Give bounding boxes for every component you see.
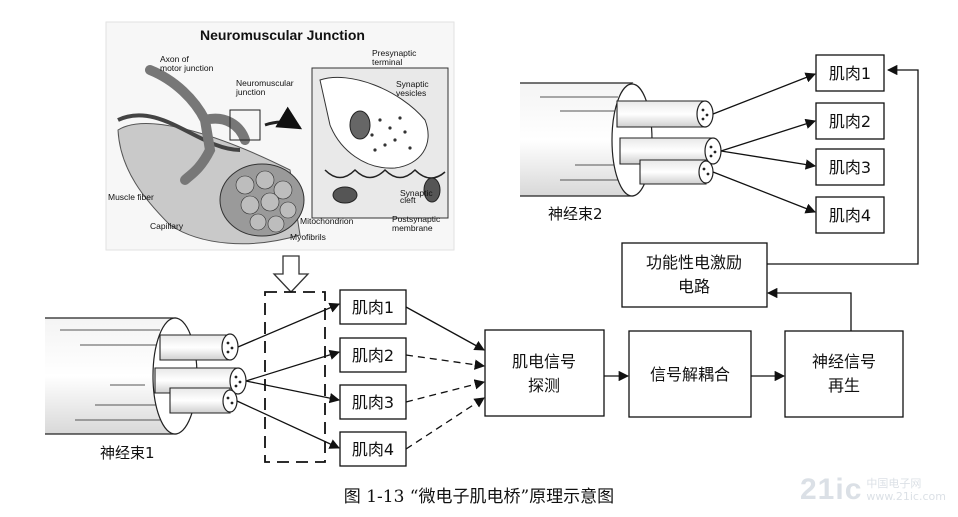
- bundle-2-label: 神经束2: [548, 205, 603, 223]
- axon-shape: [145, 65, 250, 185]
- nerve-bundle-1: 神经束1: [45, 317, 247, 462]
- right-muscle-3-label: 肌肉3: [829, 158, 871, 177]
- regen-label-line2: 再生: [828, 376, 860, 395]
- right-muscle-3-box: [815, 148, 885, 186]
- right-muscle-2-label: 肌肉2: [829, 112, 871, 131]
- electrode-dashed-region: [264, 291, 326, 463]
- right-muscle-4-label: 肌肉4: [829, 206, 871, 225]
- fes-block: 功能性电激励 电路: [621, 242, 768, 308]
- site-watermark: 21ic 中国电子网 www.21ic.com: [800, 470, 950, 510]
- figure-caption: 图 1-13 “微电子肌电桥”原理示意图: [343, 487, 615, 507]
- junction-highlight-box: [229, 109, 261, 141]
- decouple-label: 信号解耦合: [650, 365, 730, 384]
- regen-to-fes-arrow: [766, 287, 852, 331]
- neuromuscular-junction-illustration: Neuromuscular Junction Axon of motor: [105, 21, 455, 251]
- left-muscle-2-box: [339, 337, 407, 373]
- label-presynaptic-line2: terminal: [372, 57, 402, 67]
- label-postsynaptic-line1: Postsynaptic: [392, 214, 441, 224]
- bundle-1-label: 神经束1: [100, 444, 155, 462]
- left-muscle-boxes: 肌肉1 肌肉2 肌肉3 肌肉4: [339, 289, 407, 467]
- right-fiber-connections: [712, 72, 817, 214]
- label-cleft-line1: Synaptic: [400, 188, 433, 198]
- label-mitochondrion: Mitochondrion: [300, 216, 354, 226]
- left-muscle-3-box: [339, 384, 407, 420]
- watermark-side-line2: www.21ic.com: [866, 490, 946, 503]
- left-muscle-1-label: 肌肉1: [352, 298, 394, 317]
- mitochondrion-shape: [349, 110, 371, 140]
- label-capillary: Capillary: [150, 221, 184, 231]
- synaptic-vesicles: [370, 116, 412, 152]
- diagram-canvas: Neuromuscular Junction Axon of motor: [45, 21, 919, 467]
- regen-label-line1: 神经信号: [812, 352, 876, 371]
- nerve-bundle-2: 神经束2: [520, 82, 722, 223]
- regen-block: 神经信号 再生: [784, 330, 904, 418]
- inset-title: Neuromuscular Junction: [200, 27, 365, 43]
- detect-block: 肌电信号 探测: [484, 329, 605, 417]
- label-nmj-line2: junction: [235, 87, 266, 97]
- right-muscle-2-box: [815, 102, 885, 140]
- label-axon-line2: motor junction: [160, 63, 214, 73]
- right-muscle-1-box: [815, 54, 885, 92]
- watermark-logo-text: 21ic: [800, 473, 863, 506]
- label-vesicles-line2: vesicles: [396, 88, 426, 98]
- left-muscle-3-label: 肌肉3: [352, 393, 394, 412]
- left-fiber-connections: [236, 302, 341, 449]
- decouple-block: 信号解耦合: [628, 330, 752, 418]
- right-muscle-1-label: 肌肉1: [829, 64, 871, 83]
- label-vesicles-line1: Synaptic: [396, 79, 429, 89]
- left-muscle-4-box: [339, 431, 407, 467]
- label-myofibrils: Myofibrils: [290, 232, 326, 242]
- presynaptic-terminal-shape: [319, 76, 429, 169]
- fes-feedback-arrow: [767, 64, 919, 265]
- detect-label-line2: 探测: [528, 376, 560, 395]
- fes-label-line2: 电路: [678, 277, 710, 296]
- left-muscle-4-label: 肌肉4: [352, 440, 394, 459]
- right-muscle-boxes: 肌肉1 肌肉2 肌肉3 肌肉4: [815, 54, 885, 234]
- label-axon-line1: Axon of: [160, 54, 189, 64]
- postsynaptic-membrane-shape: [324, 168, 446, 179]
- label-muscle-fiber: Muscle fiber: [108, 192, 154, 202]
- right-muscle-4-box: [815, 196, 885, 234]
- muscle-to-detect-arrows: [405, 306, 486, 450]
- left-muscle-2-label: 肌肉2: [352, 346, 394, 365]
- capillary-shape: [117, 113, 241, 152]
- detect-label-line1: 肌电信号: [512, 352, 576, 371]
- myofibril-bundle: [235, 170, 297, 233]
- label-cleft-line2: cleft: [400, 195, 416, 205]
- mitochondrion-right-shape: [423, 177, 441, 203]
- fes-label-line1: 功能性电激励: [646, 253, 742, 272]
- mitochondrion-lower-shape: [332, 186, 358, 204]
- watermark-side-line1: 中国电子网: [866, 477, 922, 490]
- hollow-down-arrow: [272, 255, 310, 293]
- label-postsynaptic-line2: membrane: [392, 223, 433, 233]
- magnify-arrow: [264, 106, 303, 130]
- label-presynaptic-line1: Presynaptic: [372, 48, 417, 58]
- left-muscle-1-box: [339, 289, 407, 325]
- watermark-side-text: 中国电子网 www.21ic.com: [866, 477, 946, 503]
- label-nmj-line1: Neuromuscular: [236, 78, 294, 88]
